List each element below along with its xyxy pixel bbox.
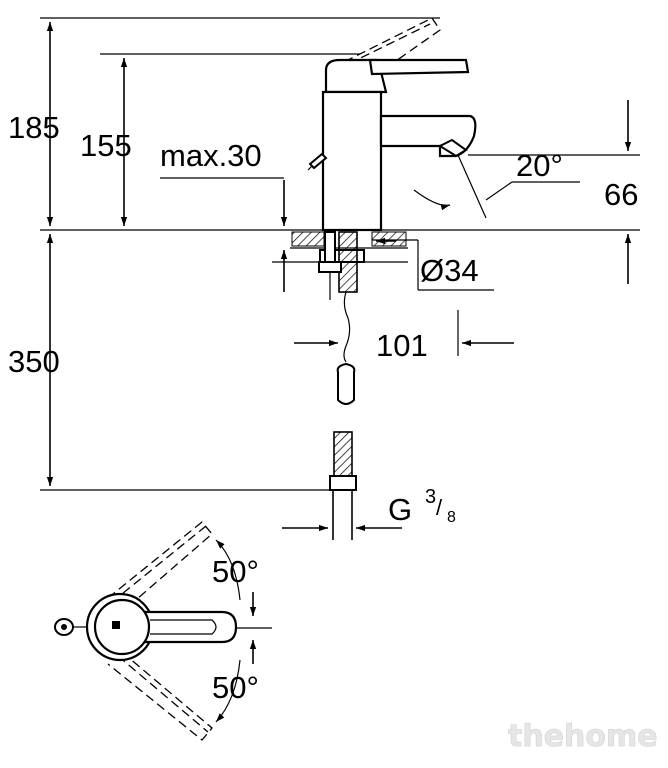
dimension-20-label: 20° bbox=[516, 148, 563, 183]
dimension-350-label: 350 bbox=[8, 344, 60, 379]
dimension-g-slash: / bbox=[436, 495, 443, 520]
dimension-350: 350 bbox=[8, 234, 332, 491]
faucet-side-view bbox=[307, 17, 477, 232]
dimension-101-label: 101 bbox=[376, 328, 428, 363]
dimension-185: 185 bbox=[8, 17, 440, 226]
dimension-185-label: 185 bbox=[8, 110, 60, 145]
popup-weight bbox=[336, 362, 356, 405]
watermark-logo: thehome bbox=[508, 719, 658, 754]
counter-hatch-left bbox=[291, 231, 325, 247]
dimension-g-label: G bbox=[388, 492, 412, 527]
dimension-66: 66 bbox=[468, 100, 640, 284]
connection-nut bbox=[329, 475, 357, 491]
counter-hatch-right bbox=[371, 231, 407, 247]
top-head bbox=[93, 598, 151, 656]
flex-hose-lower bbox=[333, 431, 353, 479]
rotation-top-label: 50° bbox=[212, 554, 259, 589]
lever-rotation-dashed bbox=[107, 521, 213, 741]
dimension-max30-label: max.30 bbox=[160, 138, 262, 173]
dimension-max30: max.30 bbox=[160, 138, 288, 292]
dimension-diameter-34-label: Ø34 bbox=[420, 253, 479, 288]
rotation-bottom-label: 50° bbox=[212, 670, 259, 705]
dimension-diameter-34: Ø34 bbox=[372, 237, 494, 291]
dimension-g38: G 3 / 8 bbox=[282, 486, 456, 532]
dimension-101: 101 bbox=[294, 310, 514, 363]
faucet-top-view: 50° 50° bbox=[54, 521, 272, 741]
top-indicator bbox=[112, 621, 120, 629]
dimension-20-degrees: 20° bbox=[413, 148, 580, 219]
dimension-g-denominator: 8 bbox=[447, 509, 456, 526]
dimension-66-label: 66 bbox=[604, 177, 638, 212]
dimension-g-numerator: 3 bbox=[425, 486, 436, 508]
dimension-155-label: 155 bbox=[80, 128, 132, 163]
popup-rod bbox=[308, 152, 328, 170]
dimension-155: 155 bbox=[80, 53, 360, 226]
faucet-body bbox=[321, 90, 383, 232]
popup-chain bbox=[343, 291, 351, 363]
mounting-assembly bbox=[272, 231, 408, 405]
hose-connection bbox=[329, 431, 357, 540]
faucet-lever bbox=[368, 58, 470, 76]
